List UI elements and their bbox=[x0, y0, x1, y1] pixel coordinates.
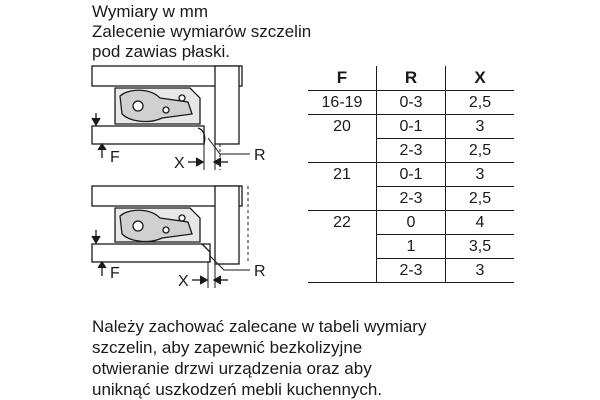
table-cell: 20 bbox=[308, 114, 377, 139]
table-cell: 2,5 bbox=[445, 186, 514, 211]
dim-label-r: R bbox=[254, 263, 266, 280]
table-cell bbox=[308, 187, 377, 211]
header-line: Wymiary w mm bbox=[92, 2, 208, 21]
note-line: szczelin, aby zapewnić bezkolizyjne bbox=[92, 338, 363, 357]
table-cell: 2-3 bbox=[376, 138, 446, 163]
table-header-row: F R X bbox=[308, 66, 514, 91]
table-row: 2-3 3 bbox=[308, 258, 514, 283]
table-cell: 21 bbox=[308, 162, 377, 187]
dim-label-x: X bbox=[178, 273, 189, 290]
dim-label-x: X bbox=[174, 155, 185, 172]
hinge-drawing-bottom bbox=[91, 185, 250, 288]
table-cell: 3 bbox=[445, 258, 514, 283]
table-row: 22 0 4 bbox=[308, 210, 514, 235]
table-cell: 2,5 bbox=[445, 138, 514, 163]
gap-dimensions-table: F R X 16-19 0-3 2,5 20 0-1 3 2-3 2,5 21 … bbox=[308, 66, 514, 283]
installation-note: Należy zachować zalecane w tabeli wymiar… bbox=[92, 316, 426, 400]
table-cell bbox=[308, 235, 377, 259]
note-line: uniknąć uszkodzeń mebli kuchennych. bbox=[92, 380, 383, 399]
dim-label-f: F bbox=[110, 265, 120, 282]
table-cell: 16-19 bbox=[321, 94, 363, 111]
table-cell: 4 bbox=[445, 210, 514, 235]
table-cell: 0-1 bbox=[376, 162, 446, 187]
table-cell: 1 bbox=[376, 234, 446, 259]
dimensions-header: Wymiary w mm Zalecenie wymiarów szczelin… bbox=[92, 2, 311, 62]
table-cell: 0-1 bbox=[376, 114, 446, 139]
table-row: 21 0-1 3 bbox=[308, 162, 514, 187]
table-cell: 2-3 bbox=[376, 186, 446, 211]
dim-label-f: F bbox=[110, 149, 120, 166]
table-row: 20 0-1 3 bbox=[308, 114, 514, 139]
table-cell: 22 bbox=[308, 210, 377, 235]
table-cell bbox=[308, 139, 377, 163]
table-cell: 0 bbox=[376, 210, 446, 235]
table-header-cell: X bbox=[445, 66, 514, 91]
table-cell: 3,5 bbox=[445, 234, 514, 259]
header-line: pod zawias płaski. bbox=[92, 42, 230, 61]
table-row: 1 3,5 bbox=[308, 234, 514, 259]
table-cell: 3 bbox=[445, 162, 514, 187]
note-line: Należy zachować zalecane w tabeli wymiar… bbox=[92, 317, 427, 336]
table-header-cell: R bbox=[376, 66, 446, 91]
table-row: 16-19 0-3 2,5 bbox=[308, 90, 514, 115]
hinge-drawing-top bbox=[91, 65, 250, 170]
note-line: otwieranie drzwi urządzenia oraz aby bbox=[92, 359, 372, 378]
hinge-gap-diagram: F X R F X R bbox=[91, 65, 266, 290]
table-row: 2-3 2,5 bbox=[308, 186, 514, 211]
table-cell: 3 bbox=[445, 114, 514, 139]
header-line: Zalecenie wymiarów szczelin bbox=[92, 22, 312, 41]
table-row: 2-3 2,5 bbox=[308, 138, 514, 163]
table-cell: 0-3 bbox=[376, 90, 446, 115]
table-cell: 2-3 bbox=[376, 258, 446, 283]
table-header-cell: F bbox=[308, 66, 377, 91]
table-cell bbox=[308, 258, 377, 283]
table-cell: 2,5 bbox=[468, 94, 492, 111]
dim-label-r: R bbox=[254, 147, 266, 164]
